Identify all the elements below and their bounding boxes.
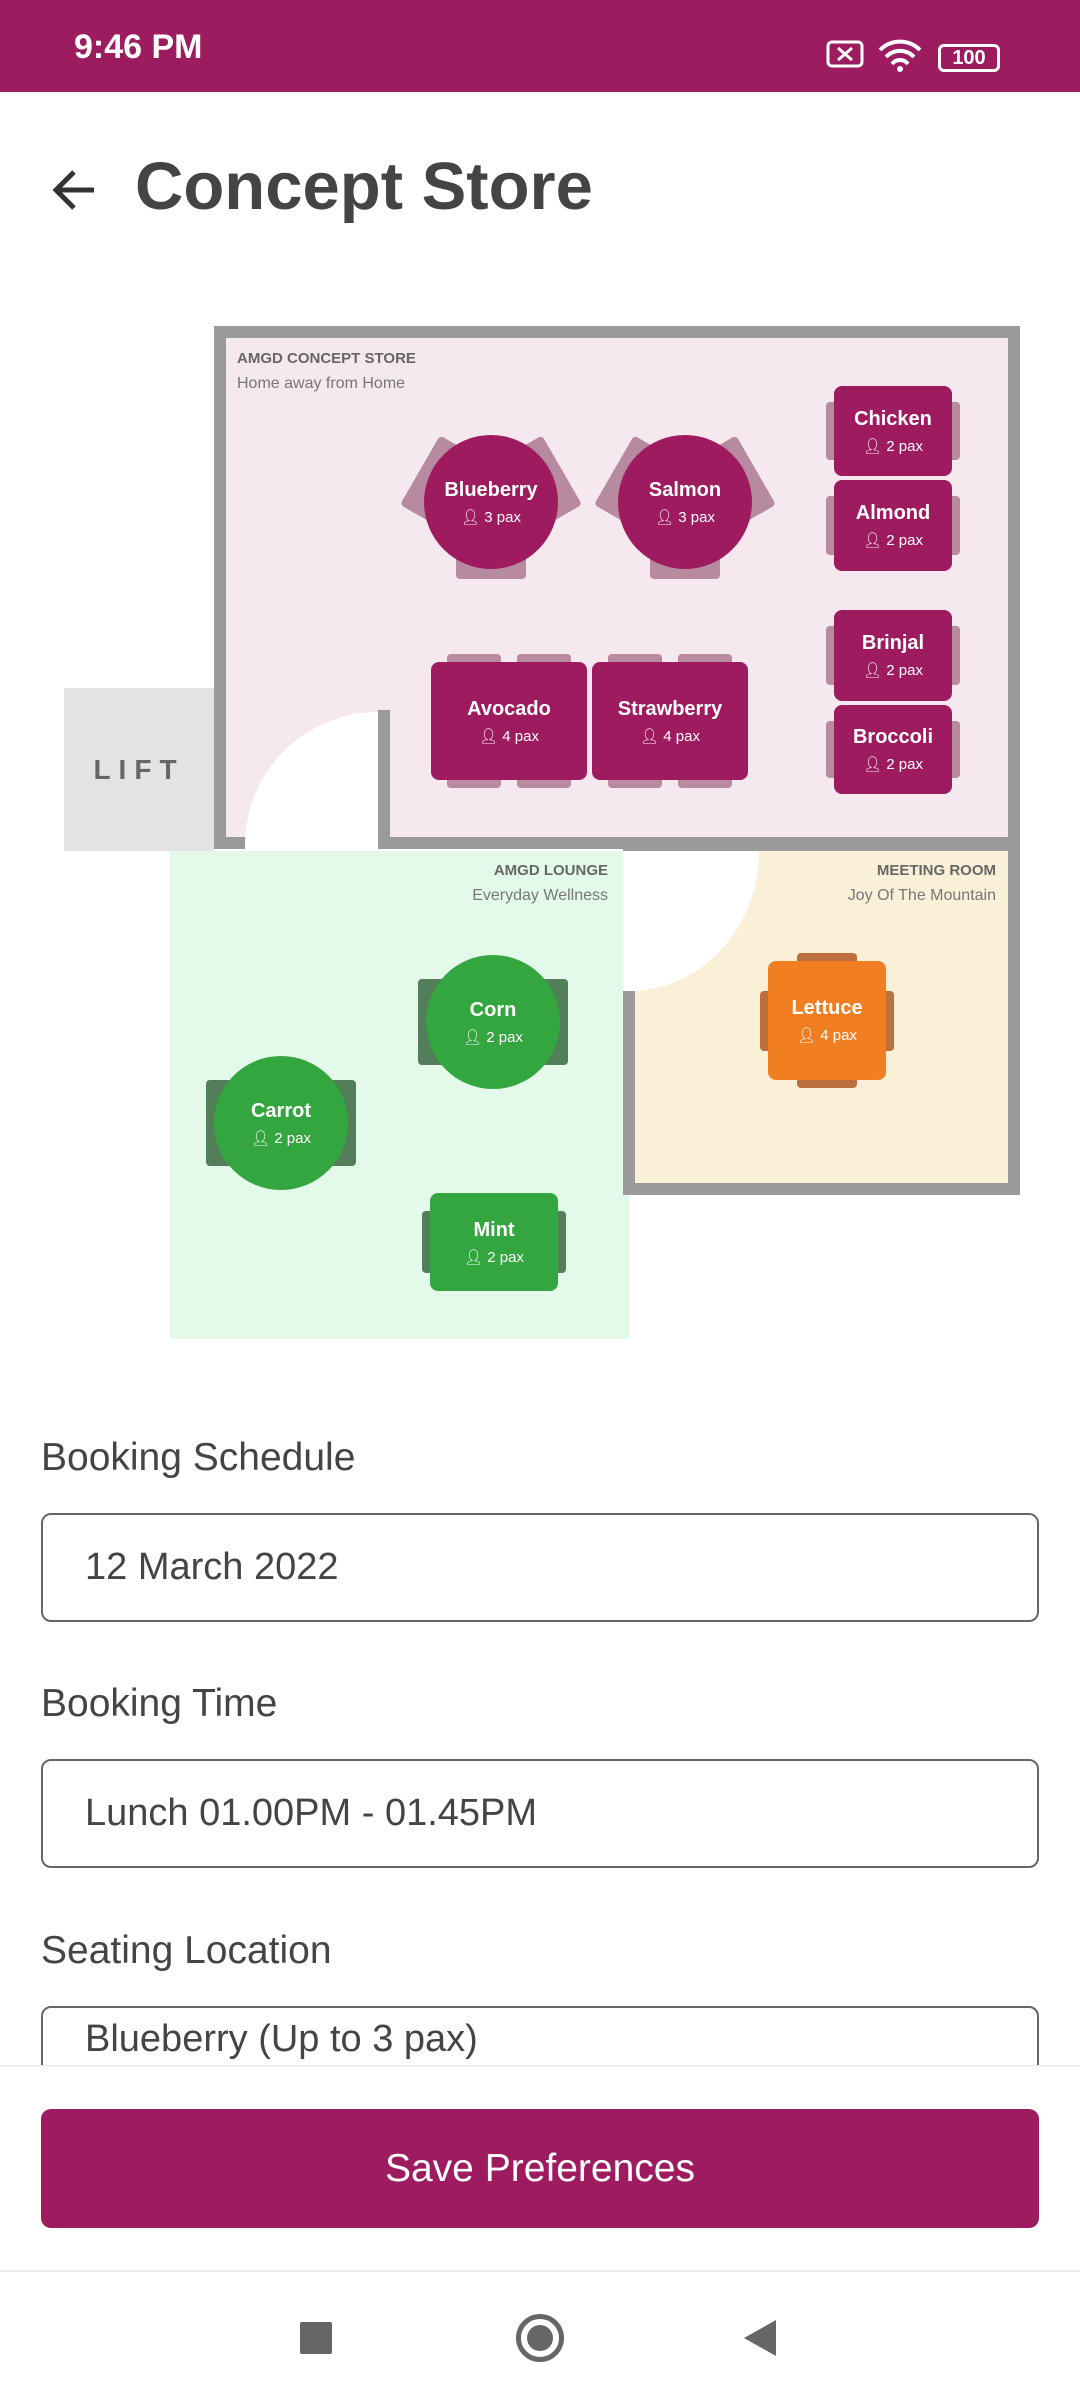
- table-capacity: 👤︎ 2 pax: [863, 437, 923, 455]
- room-label: AMGD CONCEPT STORE Home away from Home: [237, 350, 416, 393]
- table-name: Mint: [473, 1218, 515, 1241]
- table-almond[interactable]: Almond 👤︎ 2 pax: [834, 480, 952, 571]
- status-bar: 9:46 PM 100: [0, 0, 1080, 92]
- table-pax: 2 pax: [886, 532, 923, 549]
- person-icon: 👤︎: [655, 508, 679, 526]
- table-pax: 2 pax: [487, 1248, 524, 1266]
- table-carrot[interactable]: Carrot 👤︎ 2 pax: [214, 1056, 348, 1190]
- nav-bar: [0, 2270, 1080, 2400]
- booking-schedule-label: Booking Schedule: [41, 1436, 356, 1479]
- seating-location-label: Seating Location: [41, 1929, 332, 1972]
- table-name: Lettuce: [791, 997, 863, 1019]
- bottom-bar: Save Preferences: [0, 2065, 1080, 2270]
- battery-icon: 100: [938, 44, 1000, 72]
- table-capacity: 👤︎ 3 pax: [461, 508, 521, 526]
- wifi-icon: [878, 39, 922, 72]
- person-icon: 👤︎: [463, 1028, 487, 1046]
- person-icon: 👤︎: [479, 727, 503, 745]
- inner-wall: [378, 710, 390, 840]
- page-title: Concept Store: [135, 149, 593, 224]
- person-icon: 👤︎: [251, 1129, 275, 1147]
- table-blueberry[interactable]: Blueberry 👤︎ 3 pax: [424, 435, 558, 569]
- person-icon: 👤︎: [863, 662, 887, 679]
- room-title: AMGD LOUNGE: [493, 862, 608, 879]
- table-name: Brinjal: [861, 632, 925, 654]
- table-name: Broccoli: [852, 726, 934, 748]
- table-strawberry[interactable]: Strawberry 👤︎ 4 pax: [592, 662, 748, 780]
- room-title: MEETING ROOM: [876, 862, 996, 879]
- table-name: Avocado: [467, 697, 551, 720]
- back-nav-icon[interactable]: [742, 2318, 778, 2358]
- booking-time-label: Booking Time: [41, 1682, 278, 1725]
- person-icon: 👤︎: [797, 1027, 821, 1044]
- table-capacity: 👤︎ 4 pax: [479, 727, 539, 745]
- person-icon: 👤︎: [863, 437, 887, 455]
- table-name: Salmon: [648, 478, 722, 501]
- table-pax: 4 pax: [663, 727, 700, 745]
- home-icon[interactable]: [516, 2314, 564, 2362]
- wall-segment: [214, 837, 245, 849]
- room-title: AMGD CONCEPT STORE: [237, 350, 416, 367]
- table-broccoli[interactable]: Broccoli 👤︎ 2 pax: [834, 705, 952, 794]
- status-time: 9:46 PM: [74, 28, 203, 66]
- room-subtitle: Joy Of The Mountain: [847, 887, 996, 904]
- table-avocado[interactable]: Avocado 👤︎ 4 pax: [431, 662, 587, 780]
- no-sim-icon: [826, 40, 864, 68]
- table-pax: 3 pax: [678, 508, 715, 526]
- table-chicken[interactable]: Chicken 👤︎ 2 pax: [834, 386, 952, 476]
- table-capacity: 👤︎ 2 pax: [863, 755, 923, 773]
- table-pax: 4 pax: [502, 727, 539, 745]
- table-capacity: 👤︎ 4 pax: [797, 1026, 857, 1044]
- table-capacity: 👤︎ 2 pax: [863, 661, 923, 679]
- booking-schedule-field[interactable]: 12 March 2022: [41, 1513, 1039, 1622]
- back-arrow-icon[interactable]: [50, 166, 98, 214]
- table-brinjal[interactable]: Brinjal 👤︎ 2 pax: [834, 610, 952, 701]
- table-capacity: 👤︎ 2 pax: [251, 1129, 311, 1147]
- table-capacity: 👤︎ 4 pax: [640, 727, 700, 745]
- booking-time-field[interactable]: Lunch 01.00PM - 01.45PM: [41, 1759, 1039, 1868]
- person-icon: 👤︎: [863, 532, 887, 549]
- save-preferences-button[interactable]: Save Preferences: [41, 2109, 1039, 2228]
- person-icon: 👤︎: [863, 756, 887, 773]
- table-name: Blueberry: [444, 478, 538, 501]
- room-label: AMGD LOUNGE Everyday Wellness: [400, 862, 608, 905]
- room-label: MEETING ROOM Joy Of The Mountain: [750, 862, 996, 905]
- table-pax: 2 pax: [486, 1028, 523, 1046]
- table-pax: 4 pax: [820, 1027, 857, 1044]
- table-capacity: 👤︎ 3 pax: [655, 508, 715, 526]
- table-name: Carrot: [250, 1099, 311, 1122]
- table-salmon[interactable]: Salmon 👤︎ 3 pax: [618, 435, 752, 569]
- table-pax: 2 pax: [886, 437, 923, 455]
- table-pax: 2 pax: [886, 756, 923, 773]
- table-capacity: 👤︎ 2 pax: [863, 531, 923, 549]
- room-subtitle: Home away from Home: [237, 375, 406, 392]
- table-capacity: 👤︎ 2 pax: [463, 1028, 523, 1046]
- table-pax: 2 pax: [886, 662, 923, 679]
- table-name: Almond: [855, 502, 931, 524]
- table-lettuce[interactable]: Lettuce 👤︎ 4 pax: [768, 961, 886, 1080]
- door-opening: [623, 851, 635, 991]
- table-capacity: 👤︎ 2 pax: [464, 1248, 524, 1266]
- table-corn[interactable]: Corn 👤︎ 2 pax: [426, 955, 560, 1089]
- person-icon: 👤︎: [640, 727, 664, 745]
- home-icon-dot: [527, 2325, 553, 2351]
- lift: LIFT: [64, 688, 214, 851]
- table-name: Corn: [469, 998, 517, 1021]
- table-pax: 3 pax: [484, 508, 521, 526]
- table-mint[interactable]: Mint 👤︎ 2 pax: [430, 1193, 558, 1291]
- person-icon: 👤︎: [464, 1248, 488, 1266]
- room-subtitle: Everyday Wellness: [472, 887, 608, 904]
- recents-icon[interactable]: [300, 2322, 332, 2354]
- table-name: Strawberry: [617, 697, 723, 720]
- table-name: Chicken: [854, 407, 932, 430]
- person-icon: 👤︎: [461, 508, 485, 526]
- table-pax: 2 pax: [274, 1129, 311, 1147]
